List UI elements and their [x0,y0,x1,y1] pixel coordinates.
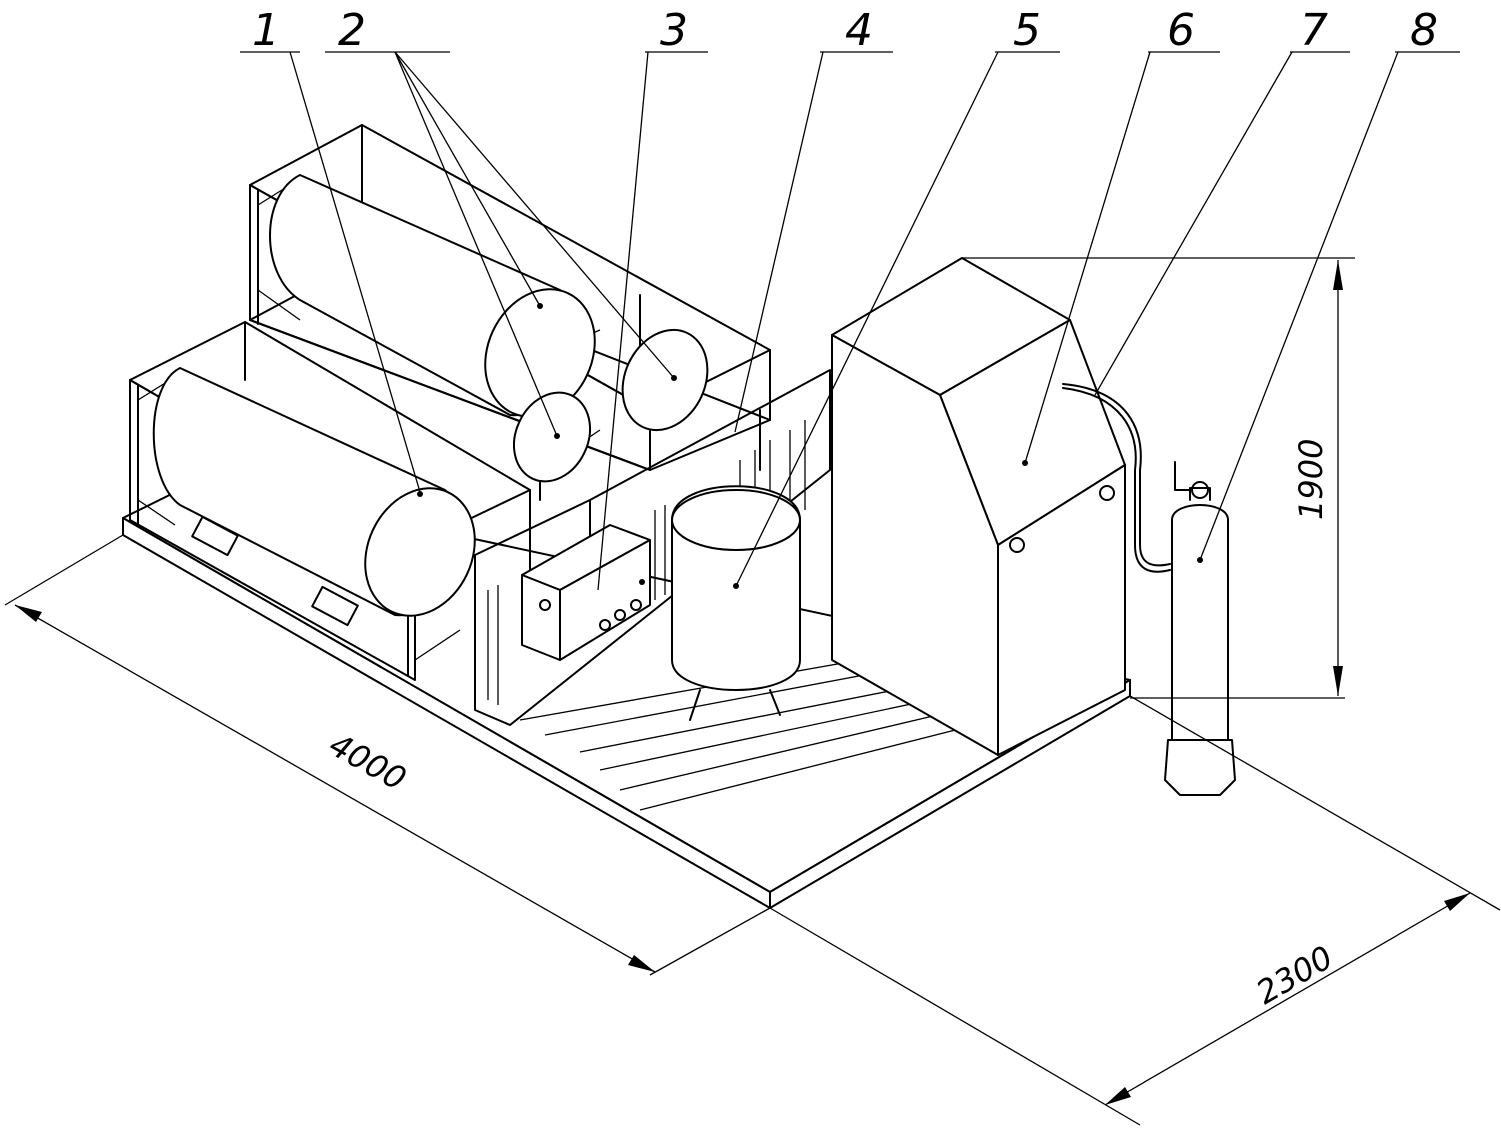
dimension-height-label: 1900 [1292,439,1330,520]
dimension-height: 1900 [962,257,1355,699]
control-box [521,524,651,661]
lower-gas-cylinder [152,367,476,617]
hose [1062,383,1171,573]
callout-5: 5 [1013,5,1041,56]
callout-numbers: 1 2 3 4 5 6 7 8 [252,5,1438,56]
callout-8: 8 [1410,5,1438,56]
gas-bottle [1164,461,1236,796]
callout-3: 3 [660,5,688,56]
callout-2: 2 [338,5,366,56]
receiver-tank [671,485,801,721]
upper-cylinder-rack [249,124,771,501]
callout-6: 6 [1167,5,1195,56]
dimension-length-label: 4000 [323,725,413,798]
callout-7: 7 [1300,5,1328,56]
compressor-housing [831,257,1126,756]
upper-gas-cylinder [269,174,709,483]
callout-1: 1 [252,5,280,56]
dimension-width-label: 2300 [1250,938,1340,1012]
callout-4: 4 [845,5,873,56]
